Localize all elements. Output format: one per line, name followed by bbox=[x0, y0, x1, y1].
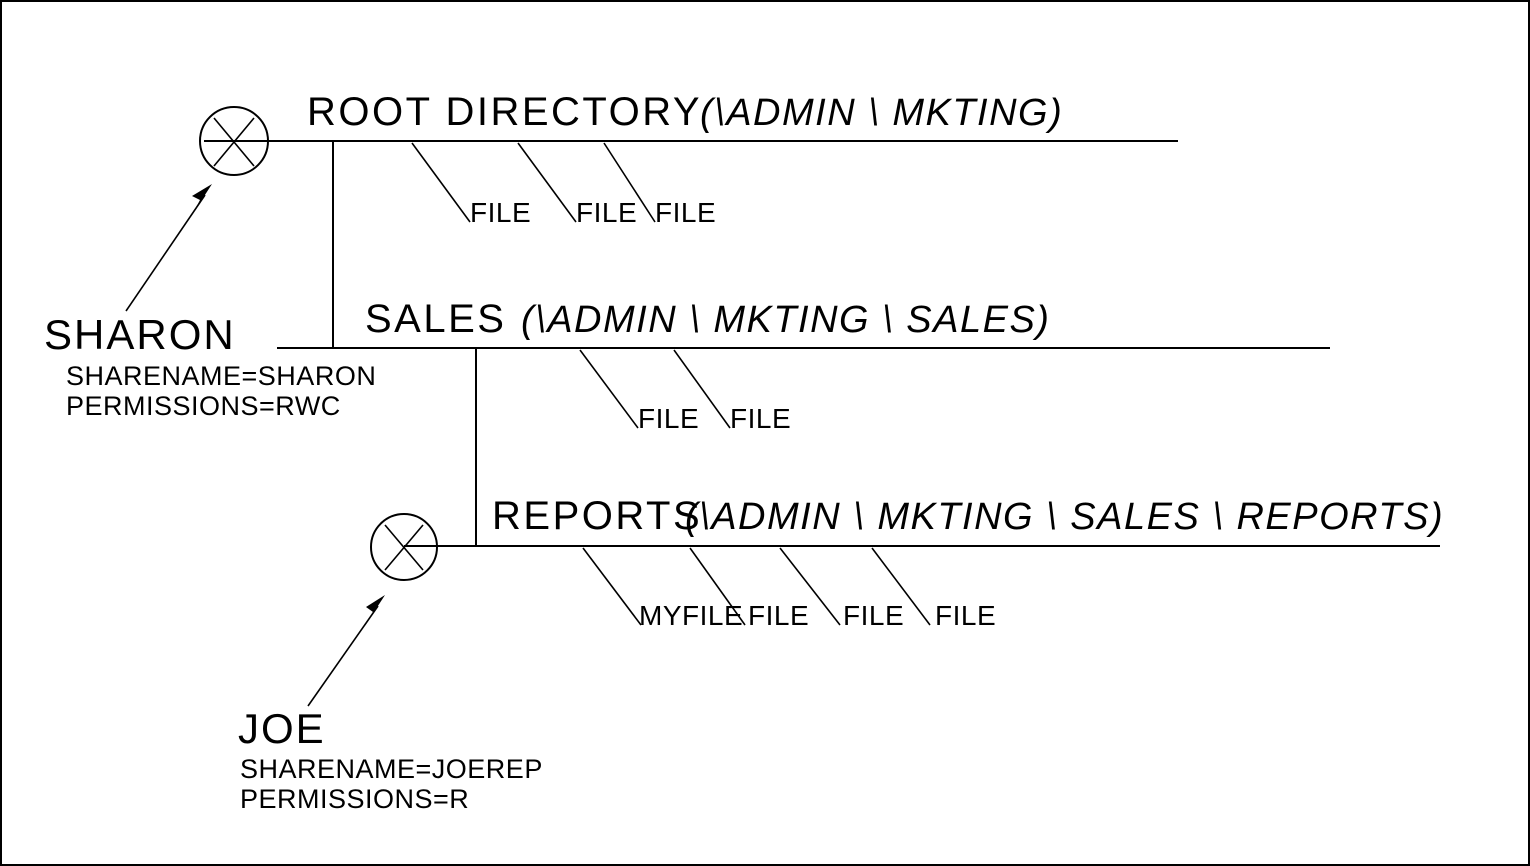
share-annotation-sharon: SHARON SHARENAME=SHARON PERMISSIONS=RWC bbox=[44, 184, 376, 421]
file-label-sales-2: FILE bbox=[730, 403, 791, 434]
file-label-root-1: FILE bbox=[470, 197, 531, 228]
file-leader-reports-3 bbox=[779, 547, 841, 626]
file-label-reports-3: FILE bbox=[843, 600, 904, 631]
file-label-root-2: FILE bbox=[576, 197, 637, 228]
sharon-permissions: PERMISSIONS=RWC bbox=[66, 391, 341, 421]
file-label-reports-4: FILE bbox=[935, 600, 996, 631]
root-directory-group: ROOT DIRECTORY (\ADMIN \ MKTING) FILE FI… bbox=[199, 90, 1178, 348]
sharon-leader-line bbox=[125, 194, 206, 312]
file-leader-root-3 bbox=[603, 142, 656, 223]
file-leader-reports-2 bbox=[689, 547, 746, 626]
root-directory-name: ROOT DIRECTORY bbox=[307, 90, 702, 134]
share-circle-icon bbox=[370, 513, 438, 581]
file-label-root-3: FILE bbox=[655, 197, 716, 228]
file-label-sales-1: FILE bbox=[638, 403, 699, 434]
share-x-icon-stroke-b bbox=[384, 524, 424, 571]
share-annotation-joe: JOE SHARENAME=JOEREP PERMISSIONS=R bbox=[238, 595, 543, 814]
file-label-reports-2: FILE bbox=[748, 600, 809, 631]
share-circle-icon bbox=[199, 106, 269, 176]
sharon-arrow-head-icon bbox=[192, 184, 212, 215]
reports-directory-name: REPORTS bbox=[492, 494, 702, 538]
share-point-marker-sharon[interactable] bbox=[199, 106, 269, 176]
reports-directory-group: REPORTS (\ADMIN \ MKTING \ SALES \ REPOR… bbox=[370, 494, 1444, 631]
sharon-user-name: SHARON bbox=[44, 311, 236, 358]
file-label-reports-1: MYFILE bbox=[639, 600, 743, 631]
reports-directory-path: (\ADMIN \ MKTING \ SALES \ REPORTS) bbox=[685, 496, 1444, 538]
file-leader-reports-1 bbox=[582, 547, 642, 626]
file-leader-reports-4 bbox=[871, 547, 931, 626]
root-directory-path: (\ADMIN \ MKTING) bbox=[700, 92, 1063, 134]
sales-directory-name: SALES bbox=[365, 297, 506, 341]
sharon-sharename: SHARENAME=SHARON bbox=[66, 361, 376, 391]
joe-permissions: PERMISSIONS=R bbox=[240, 784, 469, 814]
joe-leader-line bbox=[307, 605, 379, 707]
joe-user-name: JOE bbox=[238, 705, 326, 752]
sales-directory-path: (\ADMIN \ MKTING \ SALES) bbox=[521, 299, 1050, 341]
file-leader-root-1 bbox=[411, 142, 471, 223]
file-leader-root-2 bbox=[517, 142, 577, 223]
joe-sharename: SHARENAME=JOEREP bbox=[240, 754, 543, 784]
file-leader-sales-2 bbox=[673, 349, 731, 429]
file-leader-sales-1 bbox=[579, 349, 639, 429]
joe-arrow-head-icon bbox=[365, 595, 385, 626]
sales-directory-group: SALES (\ADMIN \ MKTING \ SALES) FILE FIL… bbox=[277, 297, 1330, 546]
share-x-icon-stroke-b bbox=[213, 117, 255, 167]
share-point-marker-joe[interactable] bbox=[370, 513, 438, 581]
